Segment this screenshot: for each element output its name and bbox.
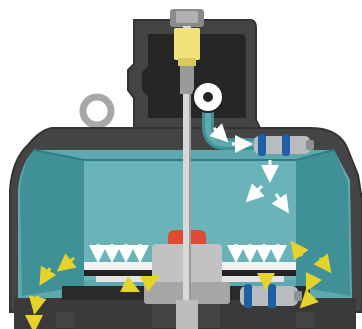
base-left bbox=[14, 298, 152, 329]
outlet-tip bbox=[294, 291, 302, 301]
fitting-thread bbox=[180, 66, 194, 94]
outlet-connector bbox=[240, 284, 302, 308]
inlet-blue-right bbox=[282, 134, 290, 156]
outlet-blue-right bbox=[268, 284, 276, 308]
chamber-wall-left bbox=[20, 150, 84, 296]
inlet-tip bbox=[306, 140, 314, 150]
gauge-center bbox=[203, 92, 213, 102]
top-cap-inner bbox=[176, 11, 198, 23]
inlet-blue-left bbox=[258, 134, 266, 156]
outlet-blue-left bbox=[244, 284, 252, 308]
yellow-arrow bbox=[36, 296, 38, 306]
rod-lower-sleeve bbox=[176, 300, 198, 329]
base-inner-left bbox=[62, 286, 152, 300]
fitting-icon bbox=[174, 28, 200, 60]
pressure-gauge bbox=[193, 82, 223, 112]
rod-shadow bbox=[189, 60, 191, 329]
chamber-wall-right bbox=[296, 150, 350, 296]
fitting-lower bbox=[178, 58, 196, 66]
inlet-connector bbox=[254, 134, 314, 156]
